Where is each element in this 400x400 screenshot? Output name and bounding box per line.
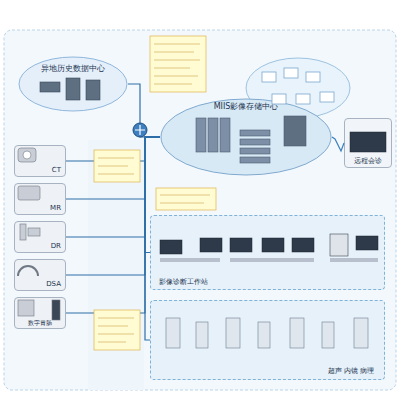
data-center: 异地历史数据中心: [18, 56, 128, 112]
region-computers: [262, 68, 334, 104]
bus-strip: [88, 140, 144, 390]
ellipse-outline: [161, 99, 331, 175]
node-label: 异地历史数据中心: [41, 64, 105, 73]
network-link: [332, 137, 344, 151]
storage-hub: MIIS影像存储中心: [160, 98, 332, 176]
node-label: 超声 内镜 病理: [328, 367, 374, 375]
node-label: DR: [51, 242, 61, 250]
workstation-band: 影像诊断工作站: [150, 215, 385, 290]
consult-box: 远程会诊: [344, 118, 392, 168]
node-label: DSA: [46, 280, 61, 288]
modality-box: CT: [14, 145, 66, 177]
network-link: [66, 137, 160, 275]
node-label: CT: [52, 166, 61, 174]
device-band: 超声 内镜 病理: [150, 300, 385, 380]
modality-box: DSA: [14, 259, 66, 291]
node-label: 远程会诊: [354, 157, 382, 165]
router-symbol: [133, 123, 147, 137]
backdrop-panel: [4, 30, 396, 390]
network-link: [128, 84, 160, 137]
node-label: MR: [50, 204, 61, 212]
modality-box: DR: [14, 221, 66, 253]
ellipse-outline: [19, 57, 127, 111]
router-symbol: [135, 125, 145, 135]
modality-box: 数字胃肠: [14, 297, 66, 329]
node-label: MIIS影像存储中心: [214, 102, 279, 111]
node-label: 数字胃肠: [28, 320, 52, 327]
modality-box: MR: [14, 183, 66, 215]
network-link: [66, 137, 160, 161]
network-link: [66, 137, 160, 199]
node-label: 影像诊断工作站: [159, 278, 208, 286]
network-link: [66, 137, 160, 237]
network-link: [66, 137, 160, 313]
